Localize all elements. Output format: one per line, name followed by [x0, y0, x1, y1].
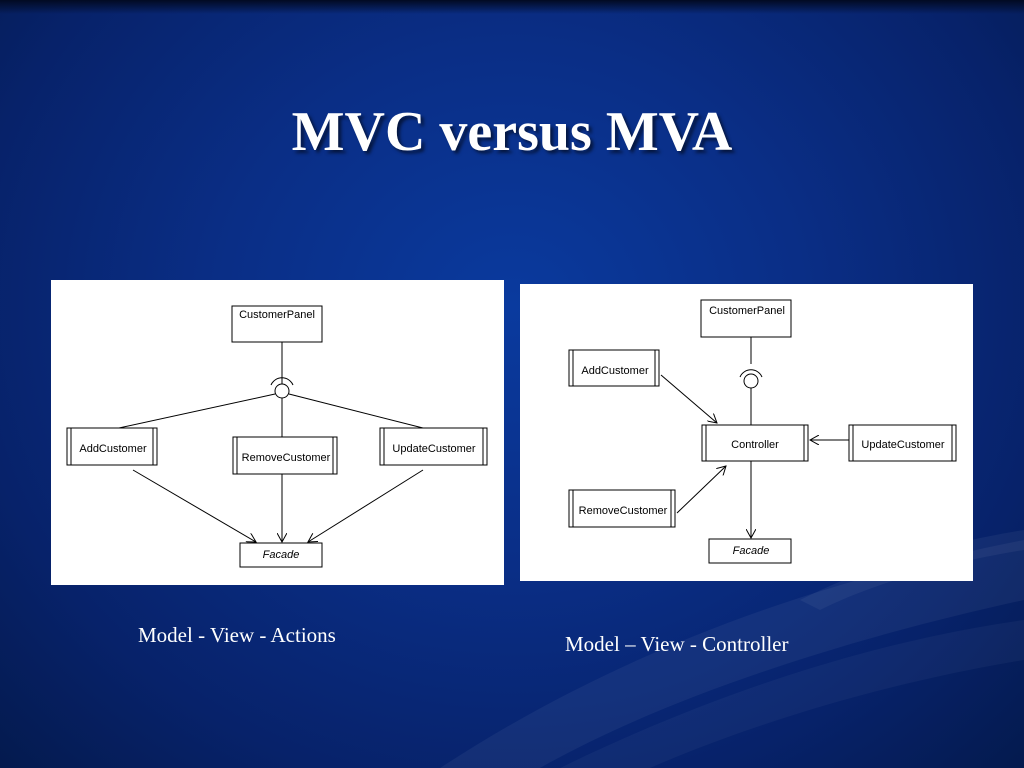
mvc-controller-label: Controller — [731, 439, 779, 451]
mva-facade-box — [239, 542, 323, 568]
mvc-facade-box — [708, 538, 792, 564]
mva-remove-customer-label: RemoveCustomer — [242, 452, 331, 464]
mva-diagram: CustomerPanel AddCustomer RemoveCustomer… — [66, 305, 488, 568]
mva-customer-panel-box — [231, 305, 323, 343]
mvc-remove-customer-label: RemoveCustomer — [579, 505, 668, 517]
mvc-facade-label: Facade — [733, 545, 770, 557]
mva-diagram-panel: CustomerPanel AddCustomer RemoveCustomer… — [51, 280, 504, 585]
mvc-interface-lollipop — [743, 373, 759, 389]
mvc-add-customer-box — [568, 349, 660, 387]
mvc-diagram: CustomerPanel AddCustomer Controller Upd… — [568, 299, 957, 564]
mva-add-customer-box — [66, 427, 158, 466]
mvc-customer-panel-box — [700, 299, 792, 338]
mvc-controller-box — [701, 424, 809, 462]
mvc-update-customer-box — [848, 424, 957, 462]
mva-update-customer-label: UpdateCustomer — [392, 443, 475, 455]
mvc-add-customer-label: AddCustomer — [581, 365, 649, 377]
mva-update-customer-box — [379, 427, 488, 466]
mva-interface-lollipop — [274, 383, 290, 399]
mvc-update-customer-label: UpdateCustomer — [861, 439, 944, 451]
mva-remove-customer-box — [232, 436, 338, 475]
mvc-customer-panel-label: CustomerPanel — [709, 305, 785, 317]
mva-add-customer-label: AddCustomer — [79, 443, 147, 455]
mvc-diagram-panel: CustomerPanel AddCustomer Controller Upd… — [520, 284, 973, 581]
slide-title: MVC versus MVA — [291, 100, 733, 163]
mvc-caption: Model – View - Controller — [565, 632, 789, 656]
mva-facade-label: Facade — [263, 549, 300, 561]
mvc-remove-customer-box — [568, 489, 676, 528]
top-dark-band — [0, 0, 1024, 14]
mva-customer-panel-label: CustomerPanel — [239, 309, 315, 321]
mva-caption: Model - View - Actions — [138, 623, 336, 647]
